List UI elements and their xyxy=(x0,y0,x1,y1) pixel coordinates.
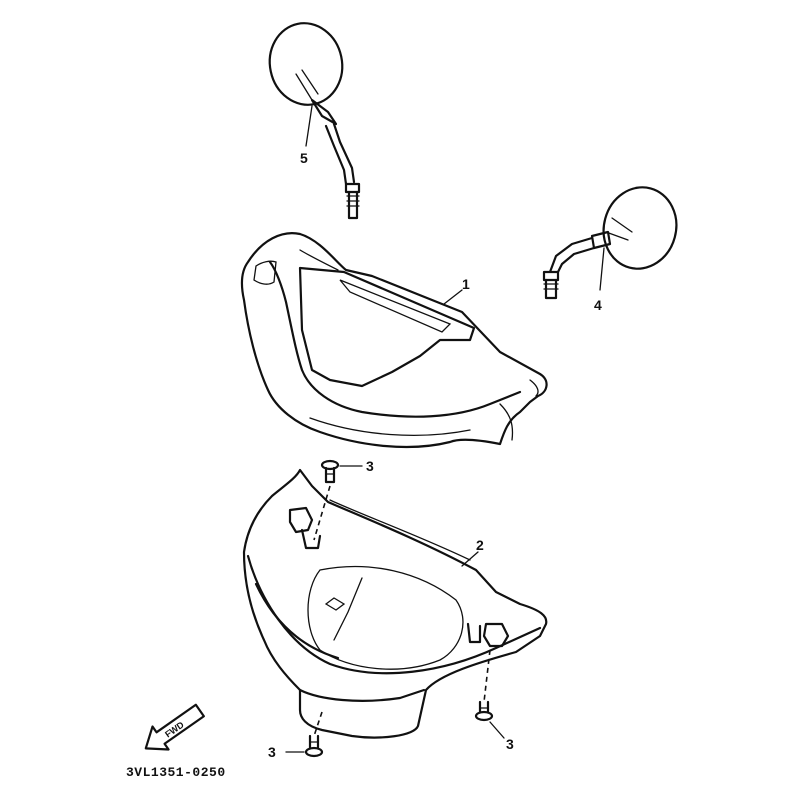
label-part-3-lower-left: 3 xyxy=(268,744,276,760)
label-part-1: 1 xyxy=(462,276,470,292)
lower-handlebar-cover xyxy=(242,468,548,739)
label-part-3-upper: 3 xyxy=(366,458,374,474)
upper-handlebar-cover xyxy=(240,232,548,449)
left-mirror xyxy=(268,22,361,220)
fwd-arrow-icon: FWD xyxy=(144,703,205,751)
right-mirror xyxy=(542,186,678,300)
screw-lower-right xyxy=(474,649,505,739)
label-part-2: 2 xyxy=(476,537,484,553)
label-part-5: 5 xyxy=(300,150,308,166)
screw-upper xyxy=(313,459,363,541)
screw-lower-left xyxy=(285,711,324,758)
label-part-3-lower-right: 3 xyxy=(506,736,514,752)
label-part-4: 4 xyxy=(594,297,602,313)
diagram-code: 3VL1351-0250 xyxy=(126,765,226,780)
